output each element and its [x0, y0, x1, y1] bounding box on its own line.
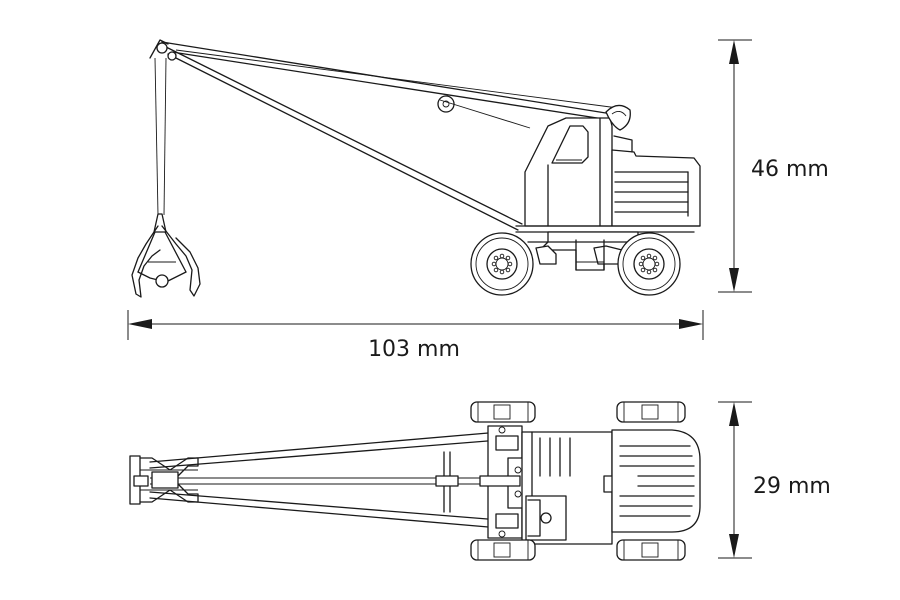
- front-right-wheel-top: [470, 539, 536, 561]
- front-wheel: [470, 232, 534, 296]
- engine-hood-top: [611, 429, 701, 533]
- rear-wheel: [617, 232, 681, 296]
- grab-bucket-top: [129, 455, 199, 505]
- boom: [149, 39, 619, 231]
- front-axle-top: [479, 425, 527, 539]
- front-left-wheel-top: [470, 401, 536, 423]
- length-dimension: 103 mm: [127, 310, 704, 362]
- body-top: [521, 431, 637, 545]
- grab-bucket: [131, 213, 201, 298]
- side-view: [131, 39, 701, 298]
- rear-right-wheel-top: [616, 539, 686, 561]
- width-dimension: 29 mm: [718, 401, 831, 559]
- chassis: [527, 231, 641, 271]
- length-label: 103 mm: [368, 337, 460, 362]
- width-label: 29 mm: [753, 474, 831, 499]
- hoist-cables: [154, 57, 167, 216]
- height-dimension: 46 mm: [718, 39, 829, 293]
- engine-grille: [614, 171, 689, 217]
- rear-left-wheel-top: [616, 401, 686, 423]
- top-view: [129, 401, 701, 561]
- height-label: 46 mm: [751, 157, 829, 182]
- crane-body: [515, 104, 701, 233]
- boom-top: [149, 431, 520, 529]
